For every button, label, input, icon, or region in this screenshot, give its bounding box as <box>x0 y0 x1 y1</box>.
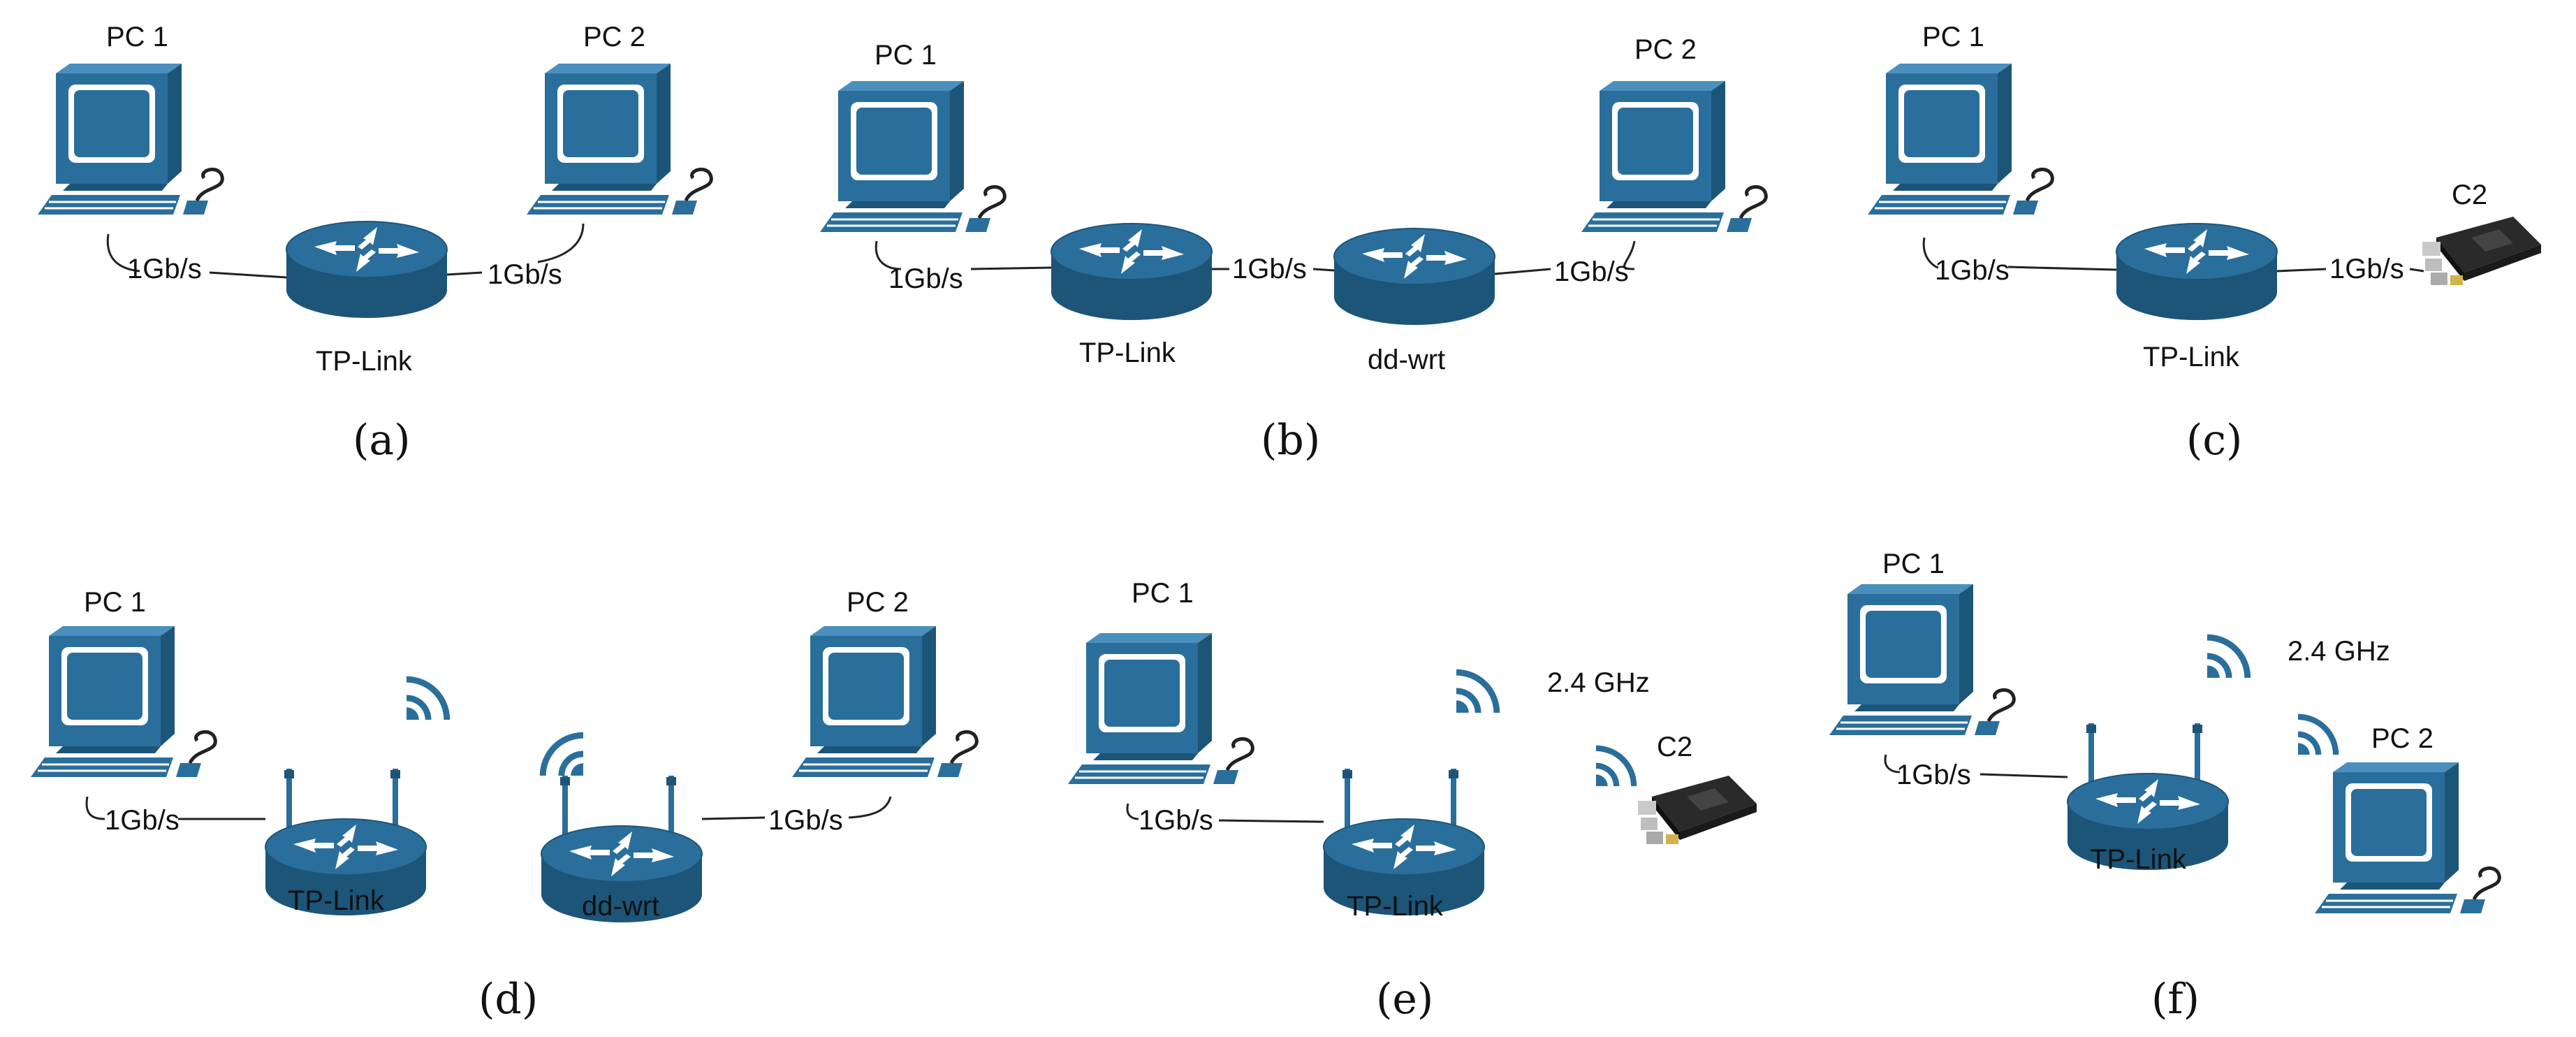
link-speed-label: 1Gb/s <box>1232 254 1307 284</box>
tplink-label: TP-Link <box>1079 338 1176 368</box>
caption-e: (e) <box>1376 975 1433 1024</box>
wifi-signal-icon <box>1596 745 1637 786</box>
computer-icon <box>2315 762 2499 913</box>
pc1-label: PC 1 <box>874 40 937 71</box>
caption-f: (f) <box>2151 975 2200 1024</box>
tplink-label: TP-Link <box>288 885 385 916</box>
link-speed-label: 1Gb/s <box>127 254 202 284</box>
wifi-signal-icon <box>2298 713 2339 755</box>
ddwrt-label: dd-wrt <box>1368 345 1445 375</box>
tplink-label: TP-Link <box>2143 342 2240 372</box>
link-speed-label: 1Gb/s <box>105 805 180 836</box>
c2-label: C2 <box>2452 180 2487 210</box>
computer-icon <box>38 64 222 215</box>
link-speed-label: 1Gb/s <box>488 259 562 290</box>
frequency-label: 2.4 GHz <box>2288 636 2390 667</box>
panel-d: PC 1 TP-Link dd-wrt PC 2 1Gb/s 1Gb/s (d) <box>31 587 976 1024</box>
link-speed-label: 1Gb/s <box>2329 254 2404 284</box>
pc2-label: PC 2 <box>847 587 909 618</box>
caption-c: (c) <box>2186 416 2242 465</box>
panel-a: PC 1 PC 2 TP-Link 1Gb/s 1Gb/s (a) <box>38 22 711 465</box>
panel-b: PC 1 PC 2 TP-Link dd-wrt 1Gb/s 1Gb/s 1Gb… <box>820 34 1766 465</box>
computer-icon <box>1868 64 2052 215</box>
link-speed-label: 1Gb/s <box>768 805 843 836</box>
pc2-label: PC 2 <box>583 22 645 52</box>
pc1-label: PC 1 <box>1132 578 1194 609</box>
tplink-label: TP-Link <box>2090 844 2187 875</box>
frequency-label: 2.4 GHz <box>1547 667 1650 698</box>
wifi-signal-icon <box>1456 669 1500 713</box>
link-speed-label: 1Gb/s <box>1896 760 1971 790</box>
tplink-label: TP-Link <box>316 346 413 377</box>
single-board-computer-icon <box>1638 776 1757 844</box>
pc1-label: PC 1 <box>106 22 168 52</box>
wifi-signal-icon <box>407 676 451 720</box>
computer-icon <box>1829 584 2014 735</box>
computer-icon <box>820 81 1004 232</box>
router-icon <box>1333 228 1495 326</box>
computer-icon <box>1068 633 1252 784</box>
caption-d: (d) <box>478 975 538 1024</box>
computer-icon <box>1581 81 1766 232</box>
link-speed-label: 1Gb/s <box>1554 256 1629 287</box>
panel-f: PC 1 2.4 GHz TP-Link PC 2 1Gb/s (f) <box>1829 549 2499 1024</box>
pc1-label: PC 1 <box>84 587 146 618</box>
single-board-computer-icon <box>2422 217 2541 285</box>
router-icon <box>1051 223 1213 321</box>
ddwrt-label: dd-wrt <box>582 891 659 922</box>
pc1-label: PC 1 <box>1882 549 1945 579</box>
link-speed-label: 1Gb/s <box>888 263 963 294</box>
computer-icon <box>792 626 976 777</box>
caption-b: (b) <box>1261 416 1320 465</box>
link-speed-label: 1Gb/s <box>1935 255 2010 286</box>
c2-label: C2 <box>1657 732 1692 762</box>
caption-a: (a) <box>353 416 411 465</box>
link-speed-label: 1Gb/s <box>1139 805 1213 836</box>
computer-icon <box>527 64 711 215</box>
pc2-label: PC 2 <box>1634 34 1697 65</box>
panel-e: PC 1 2.4 GHz TP-Link C2 1Gb/s (e) <box>1068 578 1757 1024</box>
wifi-signal-icon <box>2207 634 2251 678</box>
router-icon <box>286 221 448 319</box>
wifi-signal-icon <box>539 732 583 776</box>
computer-icon <box>31 626 215 777</box>
tplink-label: TP-Link <box>1347 891 1444 922</box>
router-icon <box>2116 223 2278 321</box>
pc2-label: PC 2 <box>2371 723 2434 754</box>
panel-c: PC 1 TP-Link C2 1Gb/s 1Gb/s (c) <box>1868 22 2541 465</box>
pc1-label: PC 1 <box>1922 22 1984 52</box>
